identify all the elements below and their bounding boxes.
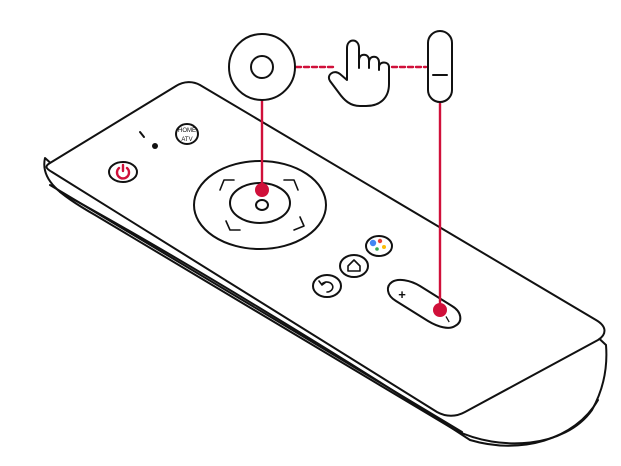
assistant-button[interactable] bbox=[365, 235, 393, 257]
back-arrow-icon bbox=[318, 280, 334, 293]
volume-callout-dot bbox=[433, 303, 447, 317]
d-pad[interactable] bbox=[193, 160, 327, 250]
remote-top-face bbox=[45, 81, 606, 417]
home-icon bbox=[347, 259, 361, 272]
home-button[interactable] bbox=[339, 254, 369, 278]
dpad-up-chevron[interactable] bbox=[219, 179, 235, 191]
power-button[interactable] bbox=[108, 161, 138, 183]
dpad-right-chevron[interactable] bbox=[283, 179, 299, 191]
pointing-hand-icon bbox=[328, 39, 390, 107]
callout-connectors bbox=[255, 65, 447, 317]
google-assistant-icon bbox=[369, 238, 386, 251]
volume-plus-label: + bbox=[398, 287, 406, 302]
home-atv-button[interactable]: HOME ATV bbox=[175, 123, 199, 145]
home-atv-label-line1: HOME bbox=[178, 128, 196, 134]
ok-button[interactable] bbox=[255, 199, 269, 211]
home-atv-label-line2: ATV bbox=[181, 137, 192, 143]
dpad-down-chevron[interactable] bbox=[293, 216, 305, 231]
volume-down-button-icon bbox=[427, 30, 453, 103]
back-button[interactable] bbox=[312, 274, 342, 298]
circle-button-icon bbox=[228, 33, 296, 101]
remote-bottom-edge-inner bbox=[59, 191, 599, 447]
indicator-dash bbox=[139, 131, 145, 138]
ok-callout-dot bbox=[255, 183, 269, 197]
dpad-left-chevron[interactable] bbox=[225, 220, 241, 231]
remote-body bbox=[43, 81, 608, 447]
indicator-led bbox=[152, 143, 158, 149]
power-icon bbox=[115, 163, 131, 180]
